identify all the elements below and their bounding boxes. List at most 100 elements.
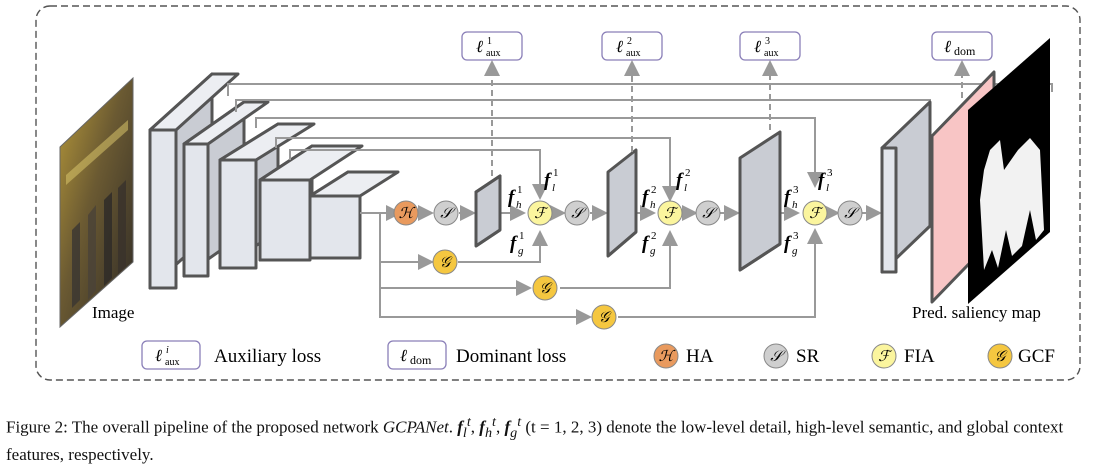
loss-box-dom: ℓ dom <box>931 31 993 61</box>
svg-text:ℓ: ℓ <box>155 346 162 365</box>
legend-fia: ℱ FIA <box>871 343 935 369</box>
svg-text:HA: HA <box>686 346 714 367</box>
sr-node-3: 𝒮 <box>837 200 863 226</box>
svg-text:aux: aux <box>165 357 179 368</box>
svg-text:ℋ: ℋ <box>659 349 676 365</box>
svg-text:ℓ: ℓ <box>616 37 623 56</box>
svg-text:ℓ: ℓ <box>754 37 761 56</box>
svg-text:2: 2 <box>685 167 691 179</box>
feature-block-3 <box>738 130 782 272</box>
svg-text:l: l <box>826 182 829 194</box>
caption-mid: . <box>448 417 458 437</box>
caption-fg: f <box>504 417 511 437</box>
fia-node-3: ℱ <box>802 200 828 226</box>
loss-box-aux1: ℓ 1 aux <box>461 31 523 61</box>
loss-box-aux3: ℓ 3 aux <box>739 31 801 61</box>
svg-text:3: 3 <box>793 184 799 196</box>
svg-text:GCF: GCF <box>1018 346 1055 367</box>
dashed-frame <box>35 5 1081 381</box>
svg-text:aux: aux <box>764 48 778 59</box>
loss-box-aux2: ℓ 2 aux <box>601 31 663 61</box>
svg-text:𝒢: 𝒢 <box>440 255 453 271</box>
svg-text:l: l <box>552 182 555 194</box>
caption-fh: f <box>479 417 485 437</box>
feature-block-1 <box>474 174 502 248</box>
svg-text:1: 1 <box>553 167 559 179</box>
sr-node-1: 𝒮 <box>564 200 590 226</box>
svg-text:FIA: FIA <box>904 346 935 367</box>
fia-node-2: ℱ <box>657 200 683 226</box>
svg-text:h: h <box>650 199 656 211</box>
caption-fh-sub: h <box>484 425 493 442</box>
svg-text:f: f <box>784 187 792 208</box>
svg-text:h: h <box>516 199 522 211</box>
encoder-block-5 <box>308 170 400 260</box>
svg-text:g: g <box>792 245 798 257</box>
svg-text:dom: dom <box>954 44 976 58</box>
caption-fl: f <box>457 417 463 437</box>
encoder-block-4 <box>258 144 364 262</box>
svg-text:aux: aux <box>626 48 640 59</box>
prediction <box>930 38 1050 304</box>
svg-text:SR: SR <box>796 346 820 367</box>
svg-text:g: g <box>650 245 656 257</box>
svg-text:ℓ: ℓ <box>476 37 483 56</box>
loss-arrows <box>484 60 970 176</box>
svg-text:f: f <box>508 187 516 208</box>
image-label: Image <box>92 303 134 322</box>
legend-aux: ℓ i aux Auxiliary loss <box>141 340 321 370</box>
svg-text:ℋ: ℋ <box>399 206 416 222</box>
svg-text:Auxiliary loss: Auxiliary loss <box>214 346 321 367</box>
svg-text:3: 3 <box>793 230 799 242</box>
svg-text:dom: dom <box>410 353 432 367</box>
decoder-blocks <box>474 100 932 274</box>
pred-map-label: Pred. saliency map <box>912 303 1041 322</box>
sr-node-0: 𝒮 <box>433 200 459 226</box>
encoder-blocks <box>148 72 400 290</box>
caption-fg-sup: t <box>517 414 522 430</box>
sr-node-2: 𝒮 <box>695 200 721 226</box>
gcf-node-3: 𝒢 <box>591 304 617 330</box>
svg-text:f: f <box>642 187 650 208</box>
svg-text:2: 2 <box>627 36 632 47</box>
svg-text:l: l <box>684 182 687 194</box>
global-context-paths <box>360 205 823 325</box>
caption-fl-sub: l <box>462 425 467 442</box>
legend-dom: ℓ dom Dominant loss <box>387 340 566 370</box>
input-image <box>59 76 134 329</box>
gcf-node-1: 𝒢 <box>432 249 458 275</box>
svg-text:ℓ: ℓ <box>944 37 951 56</box>
caption-sep-2: , <box>495 417 505 437</box>
svg-text:ℓ: ℓ <box>400 346 407 365</box>
pipeline-diagram: Image <box>35 5 1081 381</box>
svg-text:2: 2 <box>651 230 657 242</box>
caption-fg-sub: g <box>510 425 518 442</box>
legend-sr: 𝒮 SR <box>763 343 820 369</box>
svg-text:𝒢: 𝒢 <box>540 281 553 297</box>
svg-text:3: 3 <box>827 167 833 179</box>
svg-text:1: 1 <box>517 184 523 196</box>
svg-text:f: f <box>642 233 650 254</box>
svg-text:2: 2 <box>651 184 657 196</box>
svg-text:3: 3 <box>765 36 770 47</box>
caption-fl-sup: t <box>466 414 471 430</box>
caption-fh-sup: t <box>492 414 496 430</box>
svg-text:ℱ: ℱ <box>878 349 893 365</box>
svg-text:f: f <box>676 170 684 191</box>
legend: ℓ i aux Auxiliary loss ℓ dom Dominant lo… <box>141 340 1055 370</box>
svg-text:ℱ: ℱ <box>534 206 549 222</box>
legend-ha: ℋ HA <box>653 343 714 369</box>
caption-net: GCPANet <box>382 417 449 437</box>
svg-text:f: f <box>544 170 552 191</box>
svg-text:𝒢: 𝒢 <box>599 310 612 326</box>
figure-caption: Figure 2: The overall pipeline of the pr… <box>6 411 1110 466</box>
svg-text:𝒢: 𝒢 <box>995 349 1008 365</box>
legend-gcf: 𝒢 GCF <box>987 343 1055 369</box>
svg-text:f: f <box>784 233 792 254</box>
